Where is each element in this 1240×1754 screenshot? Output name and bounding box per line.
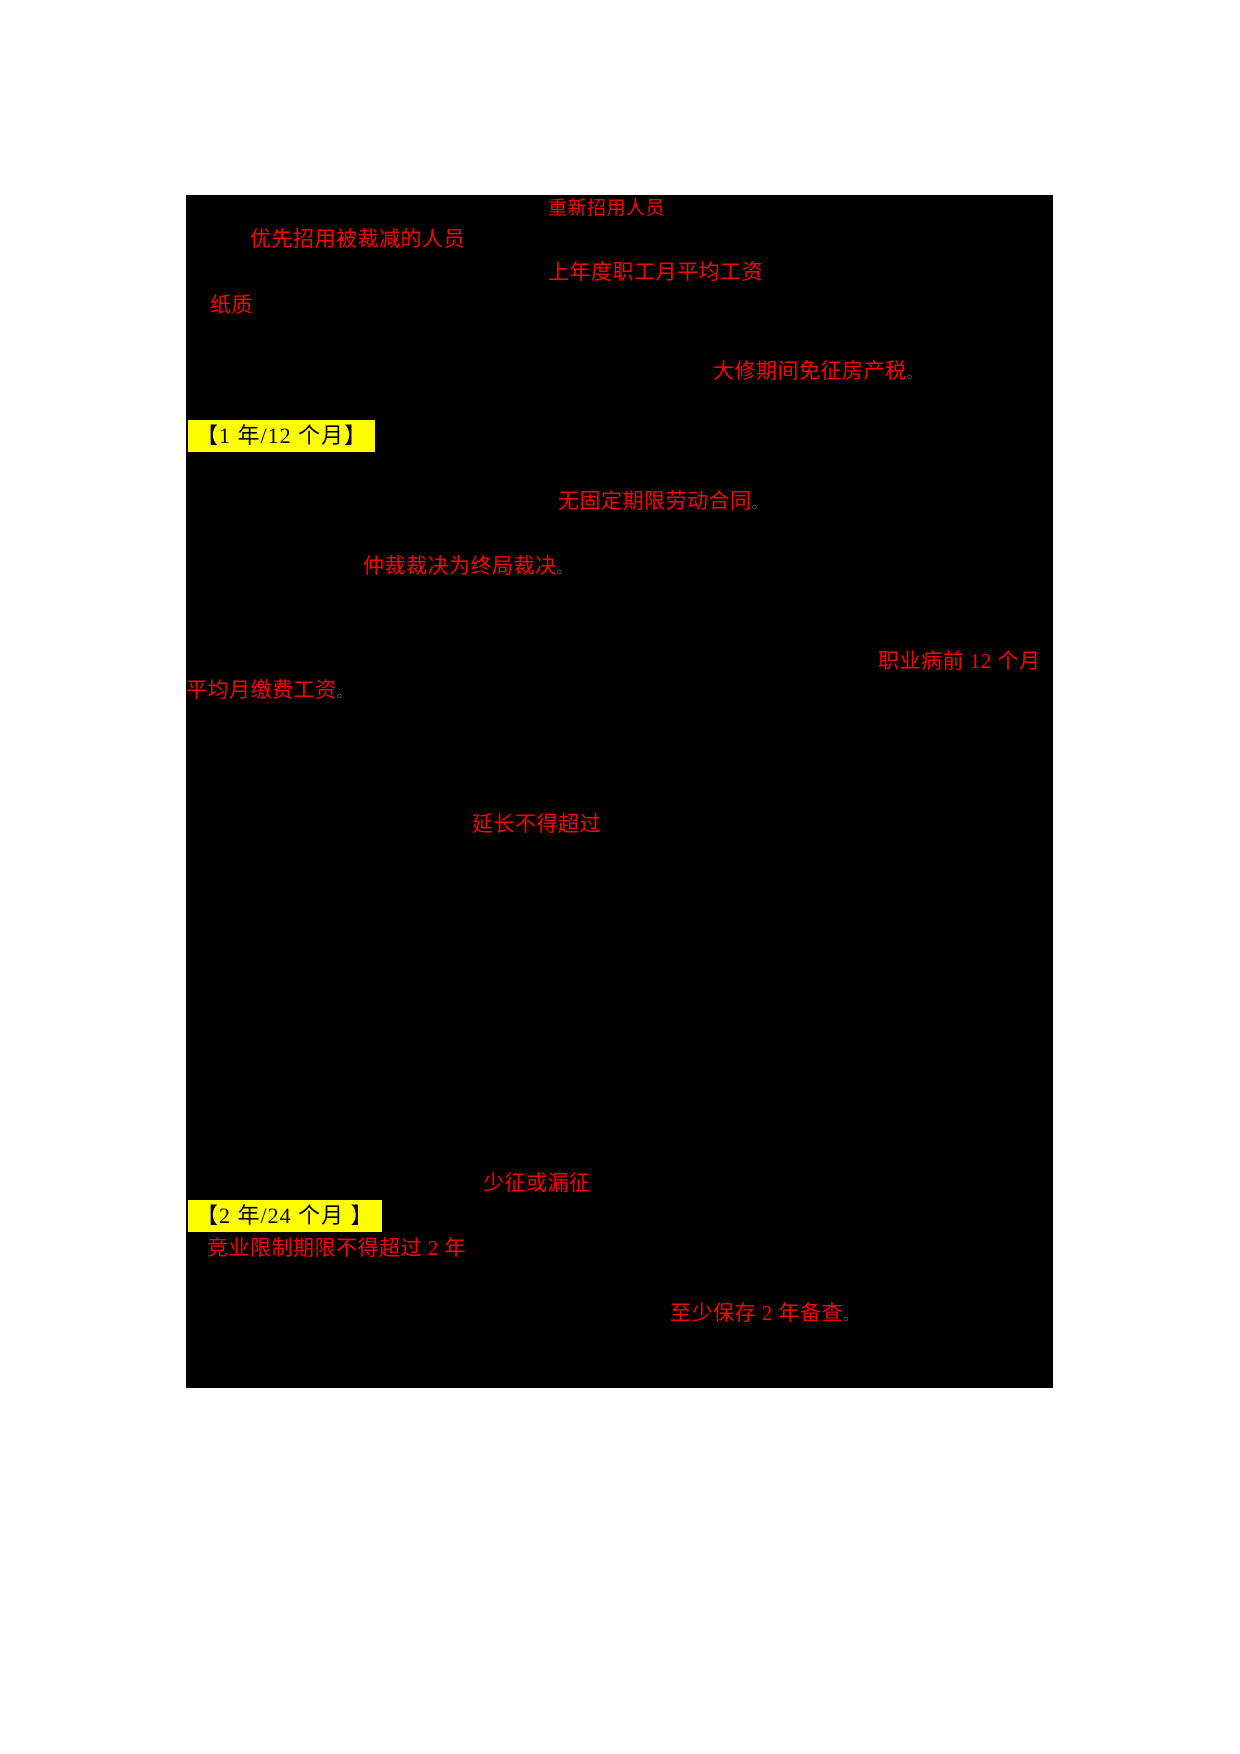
annotation-under-collection: 少征或漏征 [483, 1172, 591, 1195]
annotation-non-compete-limit: 竞业限制期限不得超过 2 年 [207, 1237, 466, 1260]
highlight-2-years-24-months: 【2 年/24 个月 】 [188, 1200, 382, 1232]
annotation-occupational-disease: 职业病前 12 个月 [878, 650, 1041, 673]
annotation-text: 少征或漏征 [483, 1171, 591, 1195]
annotation-property-tax: 大修期间免征房产税。 [713, 360, 922, 386]
highlight-text: 【1 年/12 个月】 [196, 423, 368, 448]
annotation-text: 延长不得超过 [472, 812, 601, 836]
annotation-text: 纸质 [210, 293, 253, 317]
annotation-text: 大修期间免征房产税 [713, 359, 907, 383]
period-glyph: 。 [751, 496, 768, 512]
highlight-1-year-12-months: 【1 年/12 个月】 [188, 420, 376, 452]
highlight-text: 【2 年/24 个月 】 [196, 1203, 374, 1228]
period-glyph: 。 [556, 561, 573, 577]
annotation-text: 重新招用人员 [548, 198, 666, 219]
annotation-text: 无固定期限劳动合同 [558, 489, 752, 513]
annotation-paper: 纸质 [210, 294, 253, 317]
annotation-text: 竞业限制期限不得超过 2 年 [207, 1236, 466, 1260]
content-canvas: 重新招用人员 优先招用被裁减的人员 上年度职工月平均工资 纸质 大修期间免征房产… [186, 195, 1053, 1388]
period-glyph: 。 [843, 1308, 859, 1324]
period-glyph: 。 [336, 685, 353, 701]
annotation-text: 职业病前 12 个月 [878, 649, 1041, 673]
annotation-priority-rehire: 优先招用被裁减的人员 [250, 228, 465, 251]
annotation-text: 优先招用被裁减的人员 [250, 227, 465, 251]
annotation-avg-monthly-wage: 上年度职工月平均工资 [548, 261, 763, 284]
annotation-avg-contribution-wage: 平均月缴费工资。 [186, 679, 352, 705]
annotation-text: 仲裁裁决为终局裁决 [363, 554, 557, 578]
period-glyph: 。 [906, 366, 923, 382]
annotation-text: 平均月缴费工资 [186, 678, 337, 702]
annotation-retain-for-inspection: 至少保存 2 年备查。 [670, 1302, 859, 1328]
annotation-text: 上年度职工月平均工资 [548, 260, 763, 284]
annotation-rehire: 重新招用人员 [548, 197, 665, 220]
annotation-arbitration-final: 仲裁裁决为终局裁决。 [363, 555, 572, 581]
annotation-text: 至少保存 2 年备查 [670, 1301, 843, 1325]
annotation-extension-limit: 延长不得超过 [472, 813, 601, 836]
annotation-no-fixed-term-contract: 无固定期限劳动合同。 [558, 490, 767, 516]
